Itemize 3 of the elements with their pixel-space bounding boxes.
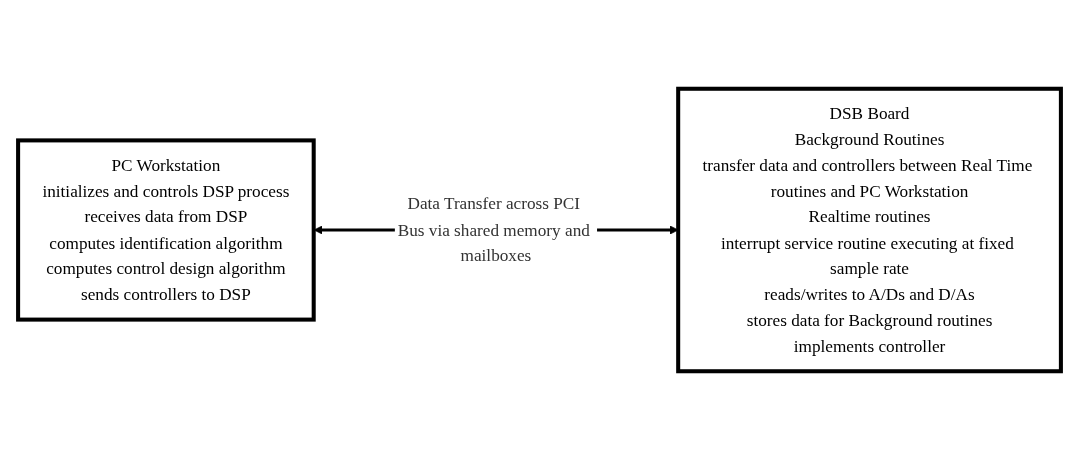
edge-label: Data Transfer across PCI Bus via shared memory and mailboxes xyxy=(397,194,590,266)
node-box: PC Workstation initializes and controls DSP process receives data from DSP computes identification algorithm computes control design algorithm sends controllers to DSP xyxy=(16,138,316,322)
node-box: DSB Board Background Routines transfer data and controllers between Real Time routines and PC Workstation Realtime routines interrupt service routine executing at fixed sample rate reads/writes to A/Ds and D/As stores data for Background routines implements controller xyxy=(676,86,1063,374)
